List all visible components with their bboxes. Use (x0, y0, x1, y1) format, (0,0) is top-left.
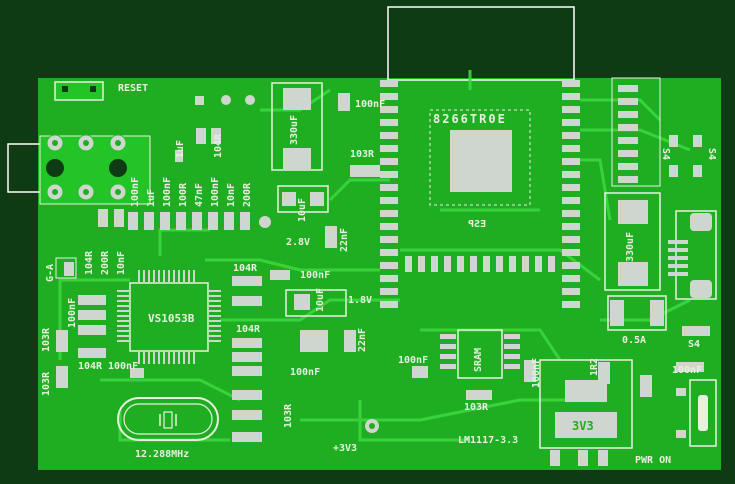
r-104-mid2: 104R (236, 324, 261, 335)
r-103-bottom: 103R (283, 403, 294, 428)
pad (195, 96, 204, 105)
board-substrate (38, 78, 721, 470)
c-100nf-low: 100nF (290, 367, 321, 378)
esp-module-bottom-pins (405, 256, 555, 272)
jack-hole (109, 159, 127, 177)
mid-passives (232, 270, 290, 442)
esp-chip-outline (429, 109, 531, 206)
passive-row (98, 209, 250, 230)
c-330uf-right: 330uF (625, 231, 636, 262)
capacitor-10uf (277, 185, 329, 213)
rail-3v3-label: +3V3 (333, 443, 358, 454)
c-22nf-b: 22nF (357, 327, 368, 352)
via (259, 216, 271, 228)
small-passives (175, 128, 221, 162)
s4-label-b: S4 (706, 148, 717, 161)
esp-module-label: ESP (468, 219, 487, 230)
col-200r: 200R (242, 182, 253, 207)
esp-chip-label: 8266TR0E (433, 112, 507, 126)
c-10nf-left: 10nF (116, 250, 127, 275)
r-104-left: 104R (84, 250, 95, 275)
regulator-label: LM1117-3.3 (458, 435, 519, 446)
r1-label: 1R2 (589, 357, 600, 376)
v18-label: 1.8V (348, 295, 373, 306)
sram-pins (440, 334, 520, 369)
left-passives (56, 262, 144, 388)
sram-label: SRAM (473, 347, 484, 372)
ga-jumper (55, 257, 77, 279)
r-103-left-b: 103R (41, 371, 52, 396)
pad (245, 95, 255, 105)
c-100nf-mid: 100nF (300, 270, 331, 281)
c-100nf-sram: 100nF (398, 355, 429, 366)
header-pins (618, 85, 638, 183)
r-103-top: 103R (350, 149, 375, 160)
diode-s4 (669, 135, 702, 177)
c-330uf-top: 330uF (289, 114, 300, 145)
pad (221, 95, 231, 105)
col-10nf: 10nF (226, 182, 237, 207)
regulator-body-label: 3V3 (572, 419, 594, 433)
regulator-18v (300, 330, 328, 352)
usb-connector (668, 210, 717, 300)
ga-label: G-A (45, 263, 56, 282)
crystal-label: 12.288MHz (135, 449, 190, 460)
r-104-vs: 104R (78, 361, 103, 372)
capacitor-10uf-b (285, 289, 347, 317)
capacitor-330uf-right (604, 192, 661, 291)
jack-hole (46, 159, 64, 177)
c-10uf-a: 10uF (297, 197, 308, 222)
resistor-103r-top (350, 165, 380, 177)
header-outline (611, 77, 661, 187)
capacitor-22nf (325, 226, 337, 248)
vs1053b-chip (129, 282, 209, 352)
capacitor-330uf-top (271, 82, 323, 171)
r-103-sram: 103R (464, 402, 489, 413)
pwr-on-label: PWR ON (635, 455, 672, 466)
vs1053b-pins (117, 270, 221, 364)
vs1053b-label: VS1053B (148, 312, 195, 325)
fuse (607, 295, 667, 331)
col-100nf-b: 100nF (162, 176, 173, 207)
c-100nf-vs2: 100nF (108, 361, 139, 372)
capacitor-100nf-top (338, 93, 350, 111)
fuse-label: 0.5A (622, 335, 647, 346)
sram-chip (457, 329, 503, 379)
diode-s4 (682, 326, 710, 336)
regulator-tab (555, 412, 617, 438)
r-200-left: 200R (100, 250, 111, 275)
antenna-outline (387, 6, 575, 81)
regulator-outline (539, 359, 633, 449)
esp-chip-pad (450, 130, 512, 192)
col-1uf: 1uF (146, 188, 157, 207)
esp-module-right-pins (562, 80, 580, 308)
c-22nf-a: 22nF (339, 227, 350, 252)
reset-label: RESET (118, 83, 149, 94)
col-100nf-a: 100nF (130, 176, 141, 207)
copper-traces (58, 70, 691, 442)
reset-pad (62, 86, 68, 92)
v28-label: 2.8V (286, 237, 311, 248)
c-100nf-vs: 100nF (67, 297, 78, 328)
audio-jack-outline (7, 143, 43, 193)
col-100nf-c: 100nF (210, 176, 221, 207)
col-47nf: 47nF (194, 182, 205, 207)
c-1uf: 1uF (175, 139, 186, 158)
esp-module-left-pins (380, 80, 398, 308)
s4-label-c: S4 (688, 339, 701, 350)
c-10uf-b: 10uF (315, 287, 326, 312)
reset-pad (90, 86, 96, 92)
power-switch (689, 379, 717, 447)
crystal (117, 397, 219, 441)
r-103-left-a: 103R (41, 327, 52, 352)
c-100nf-top: 100nF (355, 99, 386, 110)
r-104-top: 104R (213, 133, 224, 158)
s4-label-a: S4 (660, 148, 671, 161)
c-100nf-right: 100nF (672, 365, 703, 376)
r-104-mid: 104R (233, 263, 258, 274)
c-100nf-reg: 100nF (531, 357, 542, 388)
col-100r: 100R (178, 182, 189, 207)
